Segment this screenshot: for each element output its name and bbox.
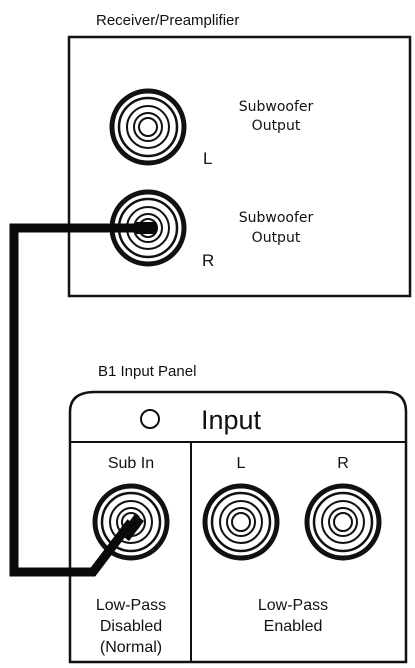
receiver-jack-right-output-line1: Subwoofer (239, 210, 314, 226)
receiver-jack-left (109, 88, 187, 166)
receiver-jack-right-channel: R (202, 251, 214, 270)
receiver-jack-left-output-line1: Subwoofer (239, 99, 314, 115)
cable-plug-receiver (136, 222, 156, 234)
low-pass-disabled-line3: (Normal) (100, 639, 162, 656)
led-indicator-icon (140, 409, 160, 429)
rca-jack-icon (304, 483, 382, 561)
input-panel-title: B1 Input Panel (98, 363, 196, 380)
low-pass-disabled-line2: Disabled (100, 618, 162, 635)
cable-path (9, 223, 153, 577)
rca-jack-icon (109, 88, 187, 166)
sub-in-label: Sub In (108, 455, 154, 472)
input-panel-frame (68, 390, 408, 664)
receiver-jack-left-output-line2: Output (252, 118, 301, 134)
input-right-label: R (337, 455, 349, 472)
low-pass-disabled-line1: Low-Pass (96, 597, 166, 614)
low-pass-enabled-line2: Enabled (264, 618, 323, 635)
cable-plug-sub-in (120, 514, 144, 541)
rca-jack-icon (202, 483, 280, 561)
receiver-jack-left-channel: L (203, 149, 212, 168)
low-pass-enabled-line1: Low-Pass (258, 597, 328, 614)
receiver-title: Receiver/Preamplifier (96, 12, 239, 29)
input-left-label: L (237, 455, 246, 472)
input-left-jack (202, 483, 280, 561)
input-panel-header: Input (201, 405, 262, 435)
input-right-jack (304, 483, 382, 561)
receiver-jack-right-output-line2: Output (252, 230, 301, 246)
receiver-box (67, 35, 412, 298)
subwoofer-cable (9, 222, 156, 577)
